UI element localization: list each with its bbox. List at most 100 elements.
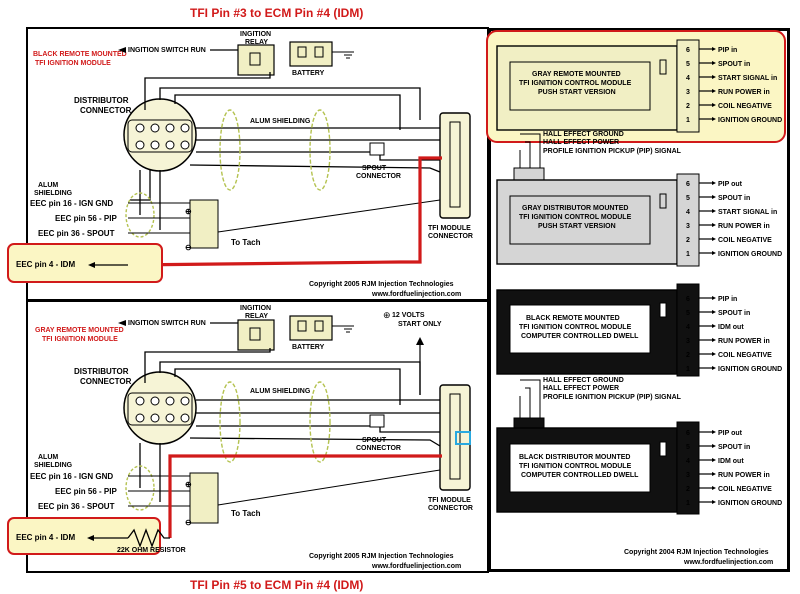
top-panel: BLACK REMOTE MOUNTED TFI IGNITION MODULE… (7, 31, 473, 298)
m3_pins-arrow-1 (712, 366, 716, 370)
top-module-label-1: BLACK REMOTE MOUNTED (33, 51, 127, 58)
bottom-alum-small-1: ALUM (38, 454, 58, 461)
bottom-relay-box (237, 319, 275, 351)
m3_pins-number-3: 3 (686, 338, 690, 345)
top-spout-label-1: SPOUT (362, 165, 387, 172)
m4_pins-arrow-1 (712, 500, 716, 504)
top-ign-switch-label: INGITION SWITCH RUN (128, 47, 206, 54)
bottom-title: TFI Pin #5 to ECM Pin #4 (IDM) (190, 578, 363, 592)
top-battery-box (289, 41, 333, 67)
bottom-spout-connector (369, 414, 385, 428)
top-tach-label: To Tach (231, 238, 261, 247)
bottom-module-label-1: GRAY REMOTE MOUNTED (35, 327, 124, 334)
m3_pins-label-4: IDM out (718, 324, 744, 331)
top-eec56: EEC pin 56 - PIP (55, 214, 117, 223)
top-relay-label-1: INGITION (240, 31, 271, 38)
m1_pins-arrow-6 (712, 47, 716, 51)
m3_pins-label-6: PIP in (718, 296, 737, 303)
top-spout-label-2: CONNECTOR (356, 173, 401, 180)
bottom-panel: GRAY REMOTE MOUNTED TFI IGNITION MODULE … (7, 305, 473, 570)
module1-body (496, 45, 678, 131)
bottom-resistor-label: 22K OHM RESISTOR (117, 547, 186, 554)
m4_pins-label-2: COIL NEGATIVE (718, 486, 772, 493)
right-copyright-2: www.fordfuelinjection.com (683, 559, 773, 566)
module1-pip-sig: PROFILE IGNITION PICKUP (PIP) SIGNAL (543, 148, 682, 155)
m2_pins-number-1: 1 (686, 251, 690, 258)
svg-text:⊕: ⊕ (383, 310, 391, 320)
m3_pins-arrow-5 (712, 310, 716, 314)
bottom-alum-small-2: SHIELDING (34, 462, 73, 469)
bottom-dist-label-2: CONNECTOR (80, 377, 132, 386)
top-tfi-label-2: CONNECTOR (428, 233, 473, 240)
top-copyright-1: Copyright 2005 RJM Injection Technologie… (309, 281, 454, 288)
m2_pins-label-4: START SIGNAL in (718, 209, 777, 216)
bottom-module-label-2: TFI IGNITION MODULE (42, 336, 118, 343)
m1_pins-label-2: COIL NEGATIVE (718, 103, 772, 110)
module3-hall-gnd: HALL EFFECT GROUND (543, 377, 624, 384)
m1_pins-number-5: 5 (686, 61, 690, 68)
m4_pins-number-4: 4 (686, 458, 690, 465)
top-tfi-label-1: TFI MODULE (428, 225, 471, 232)
bottom-distributor-connector (123, 371, 197, 445)
bottom-battery-label: BATTERY (292, 344, 325, 351)
m1_pins-label-1: IGNITION GROUND (718, 117, 782, 124)
top-ground-symbol (342, 51, 354, 59)
bottom-spout-label-2: CONNECTOR (356, 445, 401, 452)
top-idm-wire (127, 156, 442, 267)
svg-text:⊖: ⊖ (185, 518, 192, 527)
top-dist-label-1: DISTRIBUTOR (74, 96, 129, 105)
m2_pins-label-6: PIP out (718, 181, 743, 188)
m3_pins-number-4: 4 (686, 324, 690, 331)
bottom-relay-label-1: INGITION (240, 305, 271, 312)
module1-title-1: GRAY REMOTE MOUNTED (532, 71, 621, 78)
bottom-dist-label-1: DISTRIBUTOR (74, 367, 129, 376)
m3_pins-arrow-6 (712, 296, 716, 300)
m3_pins-label-1: IGNITION GROUND (718, 366, 782, 373)
m2_pins-number-2: 2 (686, 237, 690, 244)
m3_pins-label-5: SPOUT in (718, 310, 750, 317)
m4_pins-label-4: IDM out (718, 458, 744, 465)
m3_pins-number-1: 1 (686, 366, 690, 373)
top-tfi-connector (439, 112, 471, 219)
right-panel: GRAY REMOTE MOUNTED TFI IGNITION CONTROL… (486, 30, 786, 566)
bottom-eec4: EEC pin 4 - IDM (16, 533, 75, 542)
top-relay-box (237, 44, 275, 76)
bottom-eec36: EEC pin 36 - SPOUT (38, 502, 115, 511)
module4-title-3: COMPUTER CONTROLLED DWELL (521, 472, 639, 479)
top-tach-block (189, 199, 219, 249)
m1_pins-label-3: RUN POWER in (718, 89, 770, 96)
m2_pins-label-2: COIL NEGATIVE (718, 237, 772, 244)
m2_pins-number-3: 3 (686, 223, 690, 230)
top-distributor-connector (123, 98, 197, 172)
m4_pins-label-5: SPOUT in (718, 444, 750, 451)
bottom-eec56: EEC pin 56 - PIP (55, 487, 117, 496)
m3_pins-arrow-2 (712, 352, 716, 356)
m1_pins-arrow-5 (712, 61, 716, 65)
bottom-tfi-label-1: TFI MODULE (428, 497, 471, 504)
module4-title-2: TFI IGNITION CONTROL MODULE (519, 463, 632, 470)
bottom-volts-2: START ONLY (398, 321, 442, 328)
m1_pins-number-2: 2 (686, 103, 690, 110)
m2_pins-arrow-1 (712, 251, 716, 255)
bottom-harness-wires (139, 348, 441, 502)
m4_pins-label-1: IGNITION GROUND (718, 500, 782, 507)
m4_pins-arrow-4 (712, 458, 716, 462)
m3_pins-number-6: 6 (686, 296, 690, 303)
m4_pins-label-6: PIP out (718, 430, 743, 437)
svg-text:⊖: ⊖ (185, 243, 192, 252)
top-eec16: EEC pin 16 - IGN GND (30, 199, 113, 208)
m3_pins-number-5: 5 (686, 310, 690, 317)
m2_pins-number-5: 5 (686, 195, 690, 202)
top-eec36: EEC pin 36 - SPOUT (38, 229, 115, 238)
top-title: TFI Pin #3 to ECM Pin #4 (IDM) (190, 6, 363, 20)
module2-body (496, 179, 678, 265)
bottom-relay-label-2: RELAY (245, 313, 268, 320)
module3-pip-sig: PROFILE IGNITION PICKUP (PIP) SIGNAL (543, 394, 682, 401)
bottom-alum-label: ALUM SHIELDING (250, 388, 311, 395)
right-copyright-1: Copyright 2004 RJM Injection Technologie… (624, 549, 769, 556)
top-dist-label-2: CONNECTOR (80, 106, 132, 115)
module3-title-2: TFI IGNITION CONTROL MODULE (519, 324, 632, 331)
